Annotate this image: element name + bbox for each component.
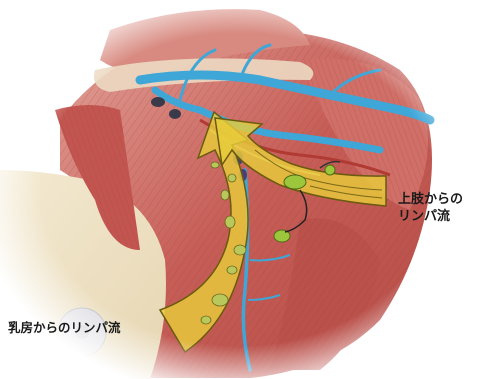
upper-limb-label-line1: 上肢からの <box>398 191 463 208</box>
upper-limb-lymph-flow-label: 上肢からの リンパ流 <box>398 191 463 225</box>
upper-limb-label-line2: リンパ流 <box>398 208 463 225</box>
breast-lymph-flow-label: 乳房からのリンパ流 <box>8 319 121 336</box>
